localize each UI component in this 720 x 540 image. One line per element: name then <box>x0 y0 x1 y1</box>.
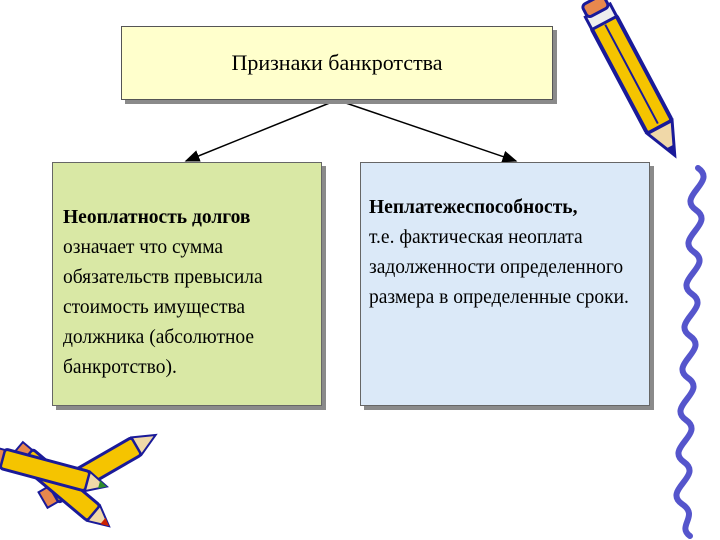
title-box: Признаки банкротства <box>121 26 553 100</box>
right-box-heading: Неплатежеспособность, <box>369 197 578 218</box>
arrow-to-right-box <box>336 99 518 163</box>
arrow-to-left-box <box>184 99 338 162</box>
left-box-text: означает что сумма обязательств превысил… <box>63 237 263 378</box>
diagram-title: Признаки банкротства <box>231 50 443 75</box>
right-definition-box: Неплатежеспособность, т.е. фактическая н… <box>360 162 650 406</box>
left-definition-box: Неоплатность долгов означает что сумма о… <box>52 162 322 406</box>
left-box-heading: Неоплатность долгов <box>63 207 251 228</box>
right-box-text: т.е. фактическая неоплата задолженности … <box>369 227 629 308</box>
